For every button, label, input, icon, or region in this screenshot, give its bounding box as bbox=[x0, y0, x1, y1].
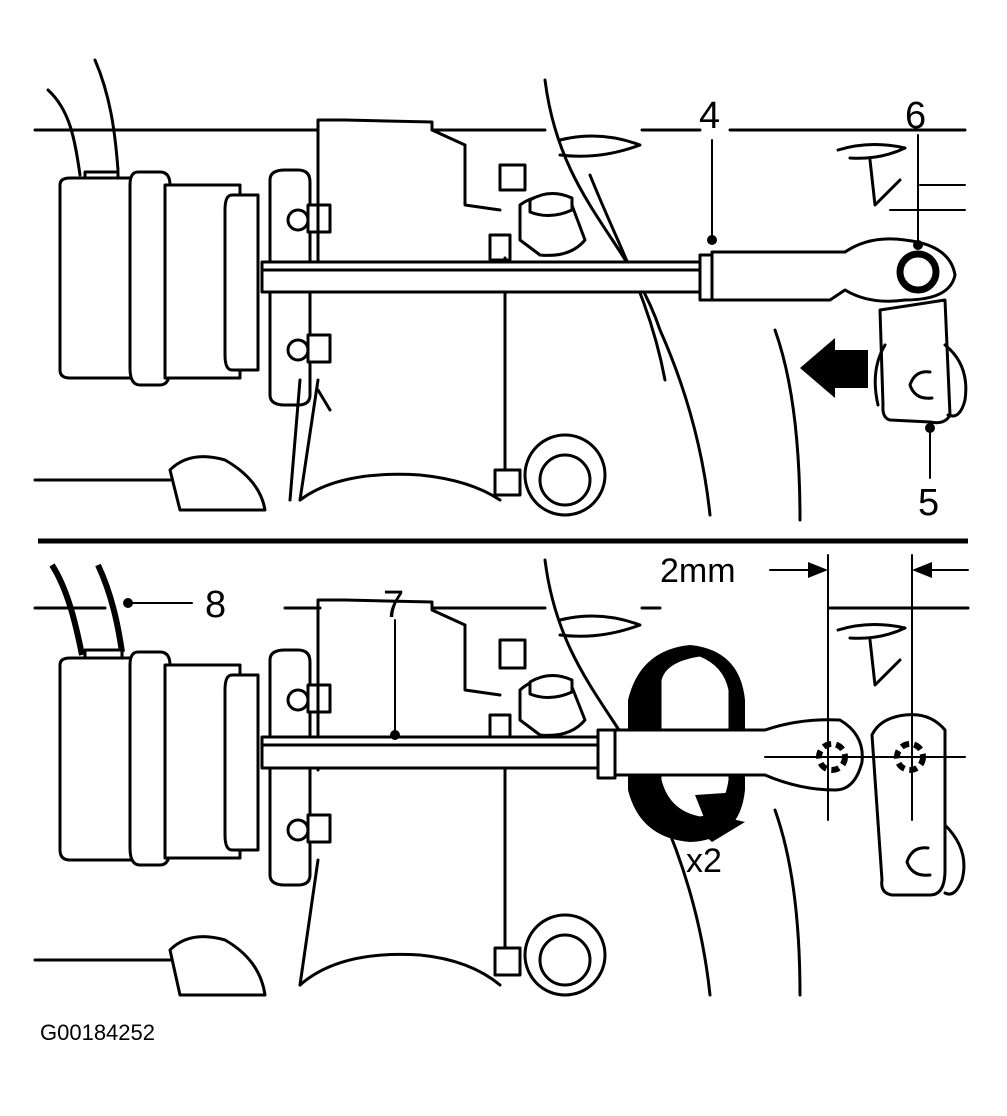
callout-4: 4 bbox=[699, 95, 720, 137]
callout-5: 5 bbox=[918, 482, 939, 524]
rotation-label: x2 bbox=[686, 842, 722, 880]
dimension-label: 2mm bbox=[660, 552, 736, 590]
top-panel: 4 6 5 bbox=[33, 58, 968, 524]
figure-code: G00184252 bbox=[40, 1020, 155, 1045]
bottom-panel: 8 7 2mm x2 bbox=[33, 552, 970, 997]
callout-6: 6 bbox=[905, 95, 926, 137]
callout-8: 8 bbox=[205, 584, 226, 626]
callout-7: 7 bbox=[383, 584, 404, 626]
